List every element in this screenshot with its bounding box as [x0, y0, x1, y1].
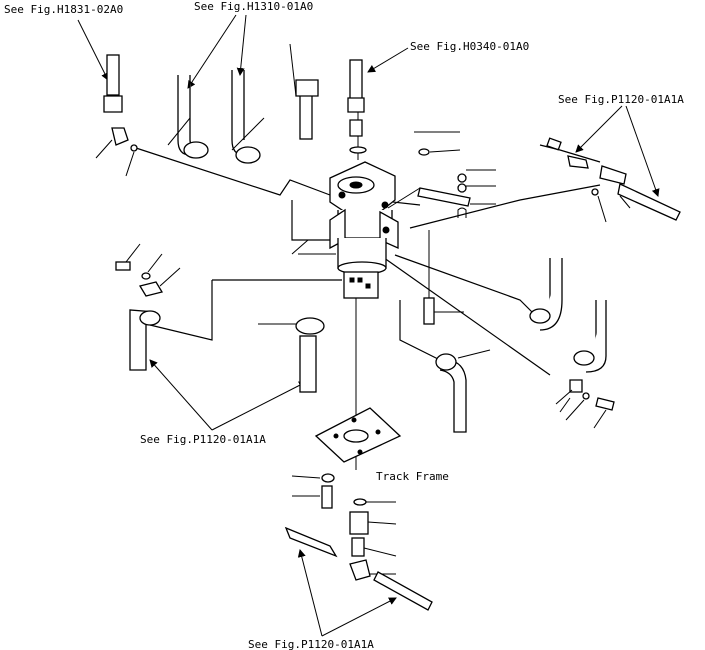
track-frame-label: Track Frame [376, 470, 449, 483]
ref-label-bottom: See Fig.P1120-01A1A [248, 638, 374, 650]
lower-left-hose [129, 239, 336, 393]
bottom-fittings [284, 473, 433, 611]
right-hose-assembly [539, 137, 681, 223]
piping-route-lines [135, 108, 601, 470]
left-middle-parts [115, 243, 181, 297]
ref-label-lower-left: See Fig.P1120-01A1A [140, 433, 266, 446]
ref-label-right: See Fig.P1120-01A1A [558, 93, 684, 106]
ref-label-top-center: See Fig.H1310-01A0 [194, 0, 313, 13]
upper-left-fittings [95, 43, 297, 177]
upper-right-fittings [387, 131, 496, 325]
reference-arrows [77, 14, 660, 637]
center-swivel-joint [329, 161, 399, 299]
lower-right-hoses [435, 258, 615, 433]
ref-label-top-right: See Fig.H0340-01A0 [410, 40, 529, 53]
upper-hoses [103, 54, 367, 164]
ref-label-top-left: See Fig.H1831-02A0 [4, 3, 123, 16]
track-frame-plate [314, 407, 402, 463]
